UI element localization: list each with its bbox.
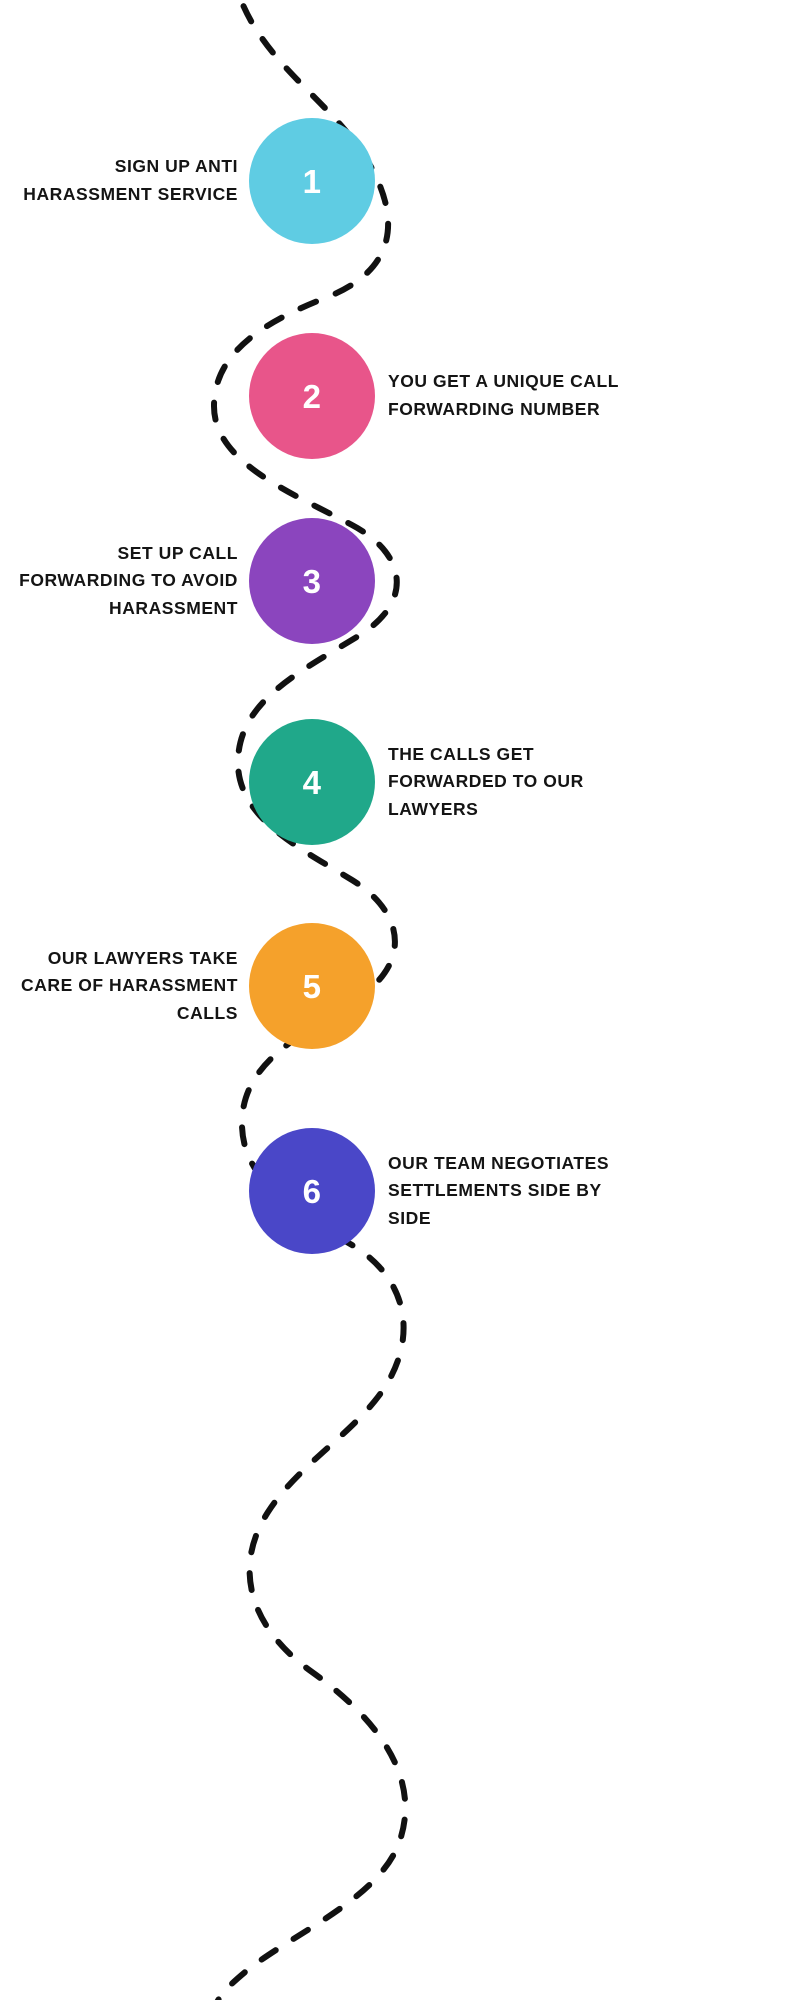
step-circle-6[interactable]: 6 [249, 1128, 375, 1254]
step-number-4: 4 [302, 763, 322, 801]
step-label-5: OUR LAWYERS TAKE CARE OF HARASSMENT CALL… [21, 947, 238, 1023]
step-number-6: 6 [302, 1172, 322, 1210]
step-label-6: OUR TEAM NEGOTIATES SETTLEMENTS SIDE BY … [388, 1152, 610, 1228]
process-step: 2 YOU GET A UNIQUE CALL FORWARDING NUMBE… [0, 333, 800, 459]
step-label-2: YOU GET A UNIQUE CALL FORWARDING NUMBER [388, 371, 619, 419]
step-label-3: SET UP CALL FORWARDING TO AVOID HARASSME… [19, 542, 238, 618]
step-circle-1[interactable]: 1 [249, 118, 375, 244]
process-step: 1 SIGN UP ANTI HARASSMENT SERVICE [0, 118, 800, 244]
step-label-4: THE CALLS GET FORWARDED TO OUR LAWYERS [388, 743, 584, 819]
step-label-1: SIGN UP ANTI HARASSMENT SERVICE [23, 156, 238, 204]
step-number-3: 3 [302, 562, 322, 600]
step-number-2: 2 [302, 377, 322, 415]
process-step: 6 OUR TEAM NEGOTIATES SETTLEMENTS SIDE B… [0, 1128, 800, 1254]
step-circle-5[interactable]: 5 [249, 923, 375, 1049]
step-circle-4[interactable]: 4 [249, 719, 375, 845]
step-number-1: 1 [302, 162, 322, 200]
process-step: 5 OUR LAWYERS TAKE CARE OF HARASSMENT CA… [0, 923, 800, 1049]
process-step: 4 THE CALLS GET FORWARDED TO OUR LAWYERS [0, 719, 800, 845]
step-circle-3[interactable]: 3 [249, 518, 375, 644]
process-step: 3 SET UP CALL FORWARDING TO AVOID HARASS… [0, 518, 800, 644]
step-number-5: 5 [302, 967, 322, 1005]
step-circle-2[interactable]: 2 [249, 333, 375, 459]
